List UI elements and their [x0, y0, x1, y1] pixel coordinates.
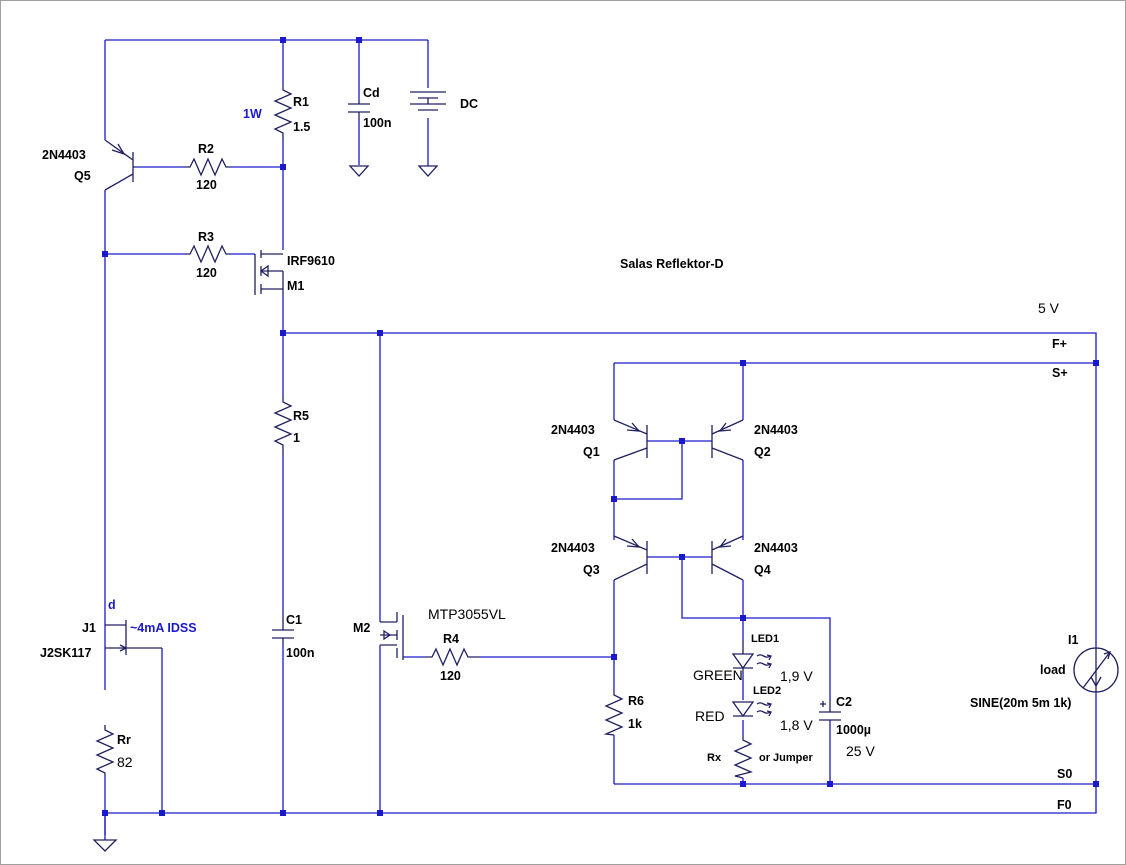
resistor-rx — [733, 735, 754, 779]
junctions — [102, 37, 1099, 816]
led1-ref: LED1 — [751, 633, 779, 645]
m1-ref: M1 — [287, 279, 304, 293]
j1-note: ~4mA IDSS — [130, 621, 197, 635]
transistor-q5 — [104, 139, 135, 191]
r1-ref: R1 — [293, 95, 309, 109]
r3-value: 120 — [196, 266, 217, 280]
rr-ref: Rr — [117, 733, 131, 747]
transistor-q1 — [613, 419, 648, 461]
q2-model: 2N4403 — [754, 423, 798, 437]
c1-value: 100n — [286, 646, 315, 660]
dc-ref: DC — [460, 97, 478, 111]
r5-ref: R5 — [293, 409, 309, 423]
resistor-rr — [95, 725, 115, 775]
cd-value: 100n — [363, 116, 392, 130]
q3-model: 2N4403 — [551, 541, 595, 555]
r5-value: 1 — [293, 431, 300, 445]
resistor-r1 — [273, 85, 293, 140]
labels: Salas Reflektor-D 5 V F+ S+ S0 F0 2N4403… — [40, 86, 1078, 812]
wires — [104, 39, 1097, 840]
transistor-q3 — [613, 535, 648, 581]
r1-note: 1W — [243, 107, 262, 121]
led-led1 — [731, 640, 772, 672]
c1-ref: C1 — [286, 613, 302, 627]
port-f-plus: F+ — [1052, 337, 1067, 351]
i1-value: SINE(20m 5m 1k) — [970, 696, 1071, 710]
led1-color: GREEN — [693, 667, 743, 683]
q3-ref: Q3 — [583, 563, 600, 577]
r2-ref: R2 — [198, 142, 214, 156]
capacitor-c1 — [272, 615, 294, 645]
resistor-r6 — [603, 690, 624, 736]
resistor-r5 — [273, 395, 293, 455]
current-source-i1 — [1073, 647, 1119, 693]
supply-voltage-label: 5 V — [1038, 300, 1060, 316]
q1-model: 2N4403 — [551, 423, 595, 437]
q4-ref: Q4 — [754, 563, 771, 577]
transistor-q4 — [711, 535, 744, 581]
port-s-plus: S+ — [1052, 366, 1068, 380]
i1-name: load — [1040, 663, 1066, 677]
resistor-r4 — [425, 647, 480, 667]
r1-value: 1.5 — [293, 120, 310, 134]
r6-ref: R6 — [628, 694, 644, 708]
j1-pin: d — [108, 598, 116, 612]
r4-ref: R4 — [443, 632, 459, 646]
capacitor-cd — [348, 100, 370, 177]
m1-model: IRF9610 — [287, 254, 335, 268]
diagram-title: Salas Reflektor-D — [620, 257, 724, 271]
m2-ref: M2 — [353, 621, 370, 635]
j1-model: J2SK117 — [40, 646, 91, 660]
mosfet-m2 — [380, 612, 404, 660]
led2-color: RED — [695, 708, 725, 724]
resistor-r3 — [185, 244, 230, 264]
r2-value: 120 — [196, 178, 217, 192]
led2-vf: 1,8 V — [780, 717, 813, 733]
r3-ref: R3 — [198, 230, 214, 244]
mosfet-m1 — [254, 250, 284, 295]
led2-ref: LED2 — [753, 685, 781, 697]
q2-ref: Q2 — [754, 445, 771, 459]
q4-model: 2N4403 — [754, 541, 798, 555]
led1-vf: 1,9 V — [780, 668, 813, 684]
resistor-r2 — [185, 157, 230, 177]
q5-model: 2N4403 — [42, 148, 86, 162]
q5-ref: Q5 — [74, 169, 91, 183]
j1-ref: J1 — [82, 621, 96, 635]
r4-value: 120 — [440, 669, 461, 683]
cd-ref: Cd — [363, 86, 380, 100]
rx-note: or Jumper — [759, 752, 814, 764]
rx-ref: Rx — [707, 752, 722, 764]
i1-ref: I1 — [1068, 633, 1078, 647]
q1-ref: Q1 — [583, 445, 600, 459]
c2-ref: C2 — [836, 695, 852, 709]
c2-rating: 25 V — [846, 743, 875, 759]
port-s-zero: S0 — [1057, 767, 1072, 781]
led-led2 — [731, 701, 772, 718]
ground-symbol — [92, 839, 118, 852]
rr-value: 82 — [117, 754, 133, 770]
battery-dc — [410, 91, 446, 177]
jfet-j1 — [105, 620, 162, 655]
port-f-zero: F0 — [1057, 798, 1072, 812]
c2-value: 1000µ — [836, 723, 871, 737]
transistor-q2 — [711, 419, 744, 461]
capacitor-c2 — [819, 700, 841, 721]
m2-model: MTP3055VL — [428, 606, 506, 622]
r6-value: 1k — [628, 717, 642, 731]
